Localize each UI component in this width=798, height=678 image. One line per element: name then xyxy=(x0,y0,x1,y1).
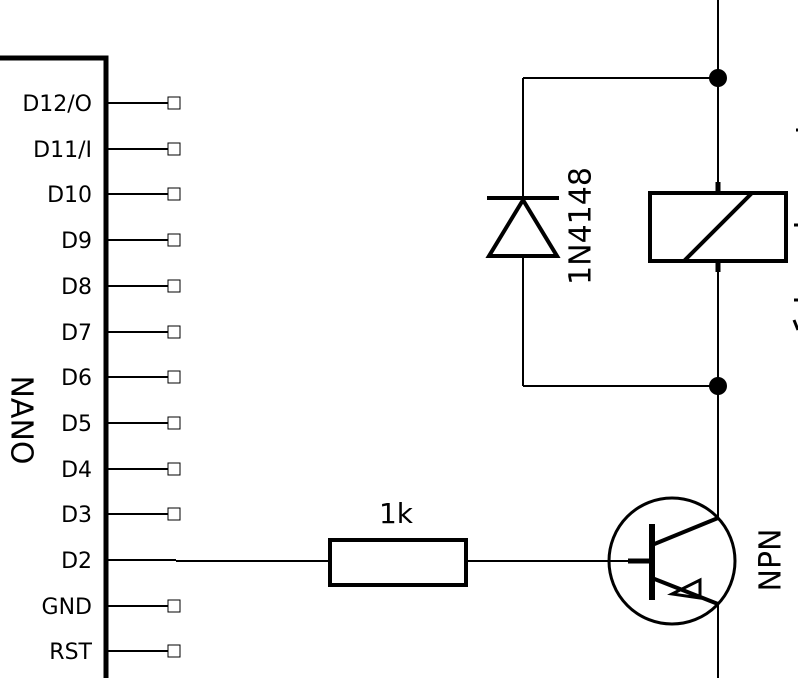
pin-label: D9 xyxy=(61,229,92,254)
pin-d10: D10 xyxy=(47,183,181,208)
resistor-1k: 1k xyxy=(328,497,468,587)
pin-d8: D8 xyxy=(61,275,181,300)
pin-label: D3 xyxy=(61,503,92,528)
pin-label: D5 xyxy=(61,412,92,437)
pin-label: D11/I xyxy=(33,138,92,163)
junction-bottom xyxy=(709,377,727,395)
pin-d9: D9 xyxy=(61,229,181,254)
npn-transistor: NPN xyxy=(607,496,789,626)
pin-d4: D4 xyxy=(61,458,181,483)
pin-label: D7 xyxy=(61,321,92,346)
pin-label: D6 xyxy=(61,366,92,391)
pin-label: D12/O xyxy=(22,92,92,117)
pin-label: D8 xyxy=(61,275,92,300)
diode-1n4148: 1N4148 xyxy=(485,167,599,285)
pin-rst: RST xyxy=(49,640,181,665)
nano-module: NANO xyxy=(0,55,109,678)
pin-terminal xyxy=(167,416,181,430)
pin-label: D2 xyxy=(61,549,92,574)
pin-terminal xyxy=(167,96,181,110)
pin-terminal xyxy=(167,142,181,156)
pin-label: GND xyxy=(42,595,92,620)
pin-terminal xyxy=(167,644,181,658)
pin-terminal xyxy=(167,279,181,293)
pin-d2: D2 xyxy=(61,549,176,574)
resistor-value: 1k xyxy=(379,497,414,530)
pin-d3: D3 xyxy=(61,503,181,528)
nano-label: NANO xyxy=(4,375,39,464)
pin-terminal xyxy=(167,462,181,476)
relay-label-fragment xyxy=(792,128,798,331)
junction-top xyxy=(709,69,727,87)
pin-terminal xyxy=(167,507,181,521)
pin-terminal xyxy=(167,325,181,339)
pin-d5: D5 xyxy=(61,412,181,437)
pin-gnd: GND xyxy=(42,595,181,620)
transistor-type: NPN xyxy=(754,529,789,592)
pin-d7: D7 xyxy=(61,321,181,346)
pin-d11-i: D11/I xyxy=(33,138,181,163)
pin-terminal xyxy=(167,187,181,201)
pin-d12-o: D12/O xyxy=(22,92,181,117)
pin-terminal xyxy=(167,233,181,247)
pin-label: D10 xyxy=(47,183,92,208)
pin-terminal xyxy=(167,370,181,384)
pin-d6: D6 xyxy=(61,366,181,391)
diode-part: 1N4148 xyxy=(564,167,599,285)
pin-terminal xyxy=(167,599,181,613)
pin-label: RST xyxy=(49,640,92,665)
relay-coil xyxy=(648,182,788,272)
pin-label: D4 xyxy=(61,458,92,483)
